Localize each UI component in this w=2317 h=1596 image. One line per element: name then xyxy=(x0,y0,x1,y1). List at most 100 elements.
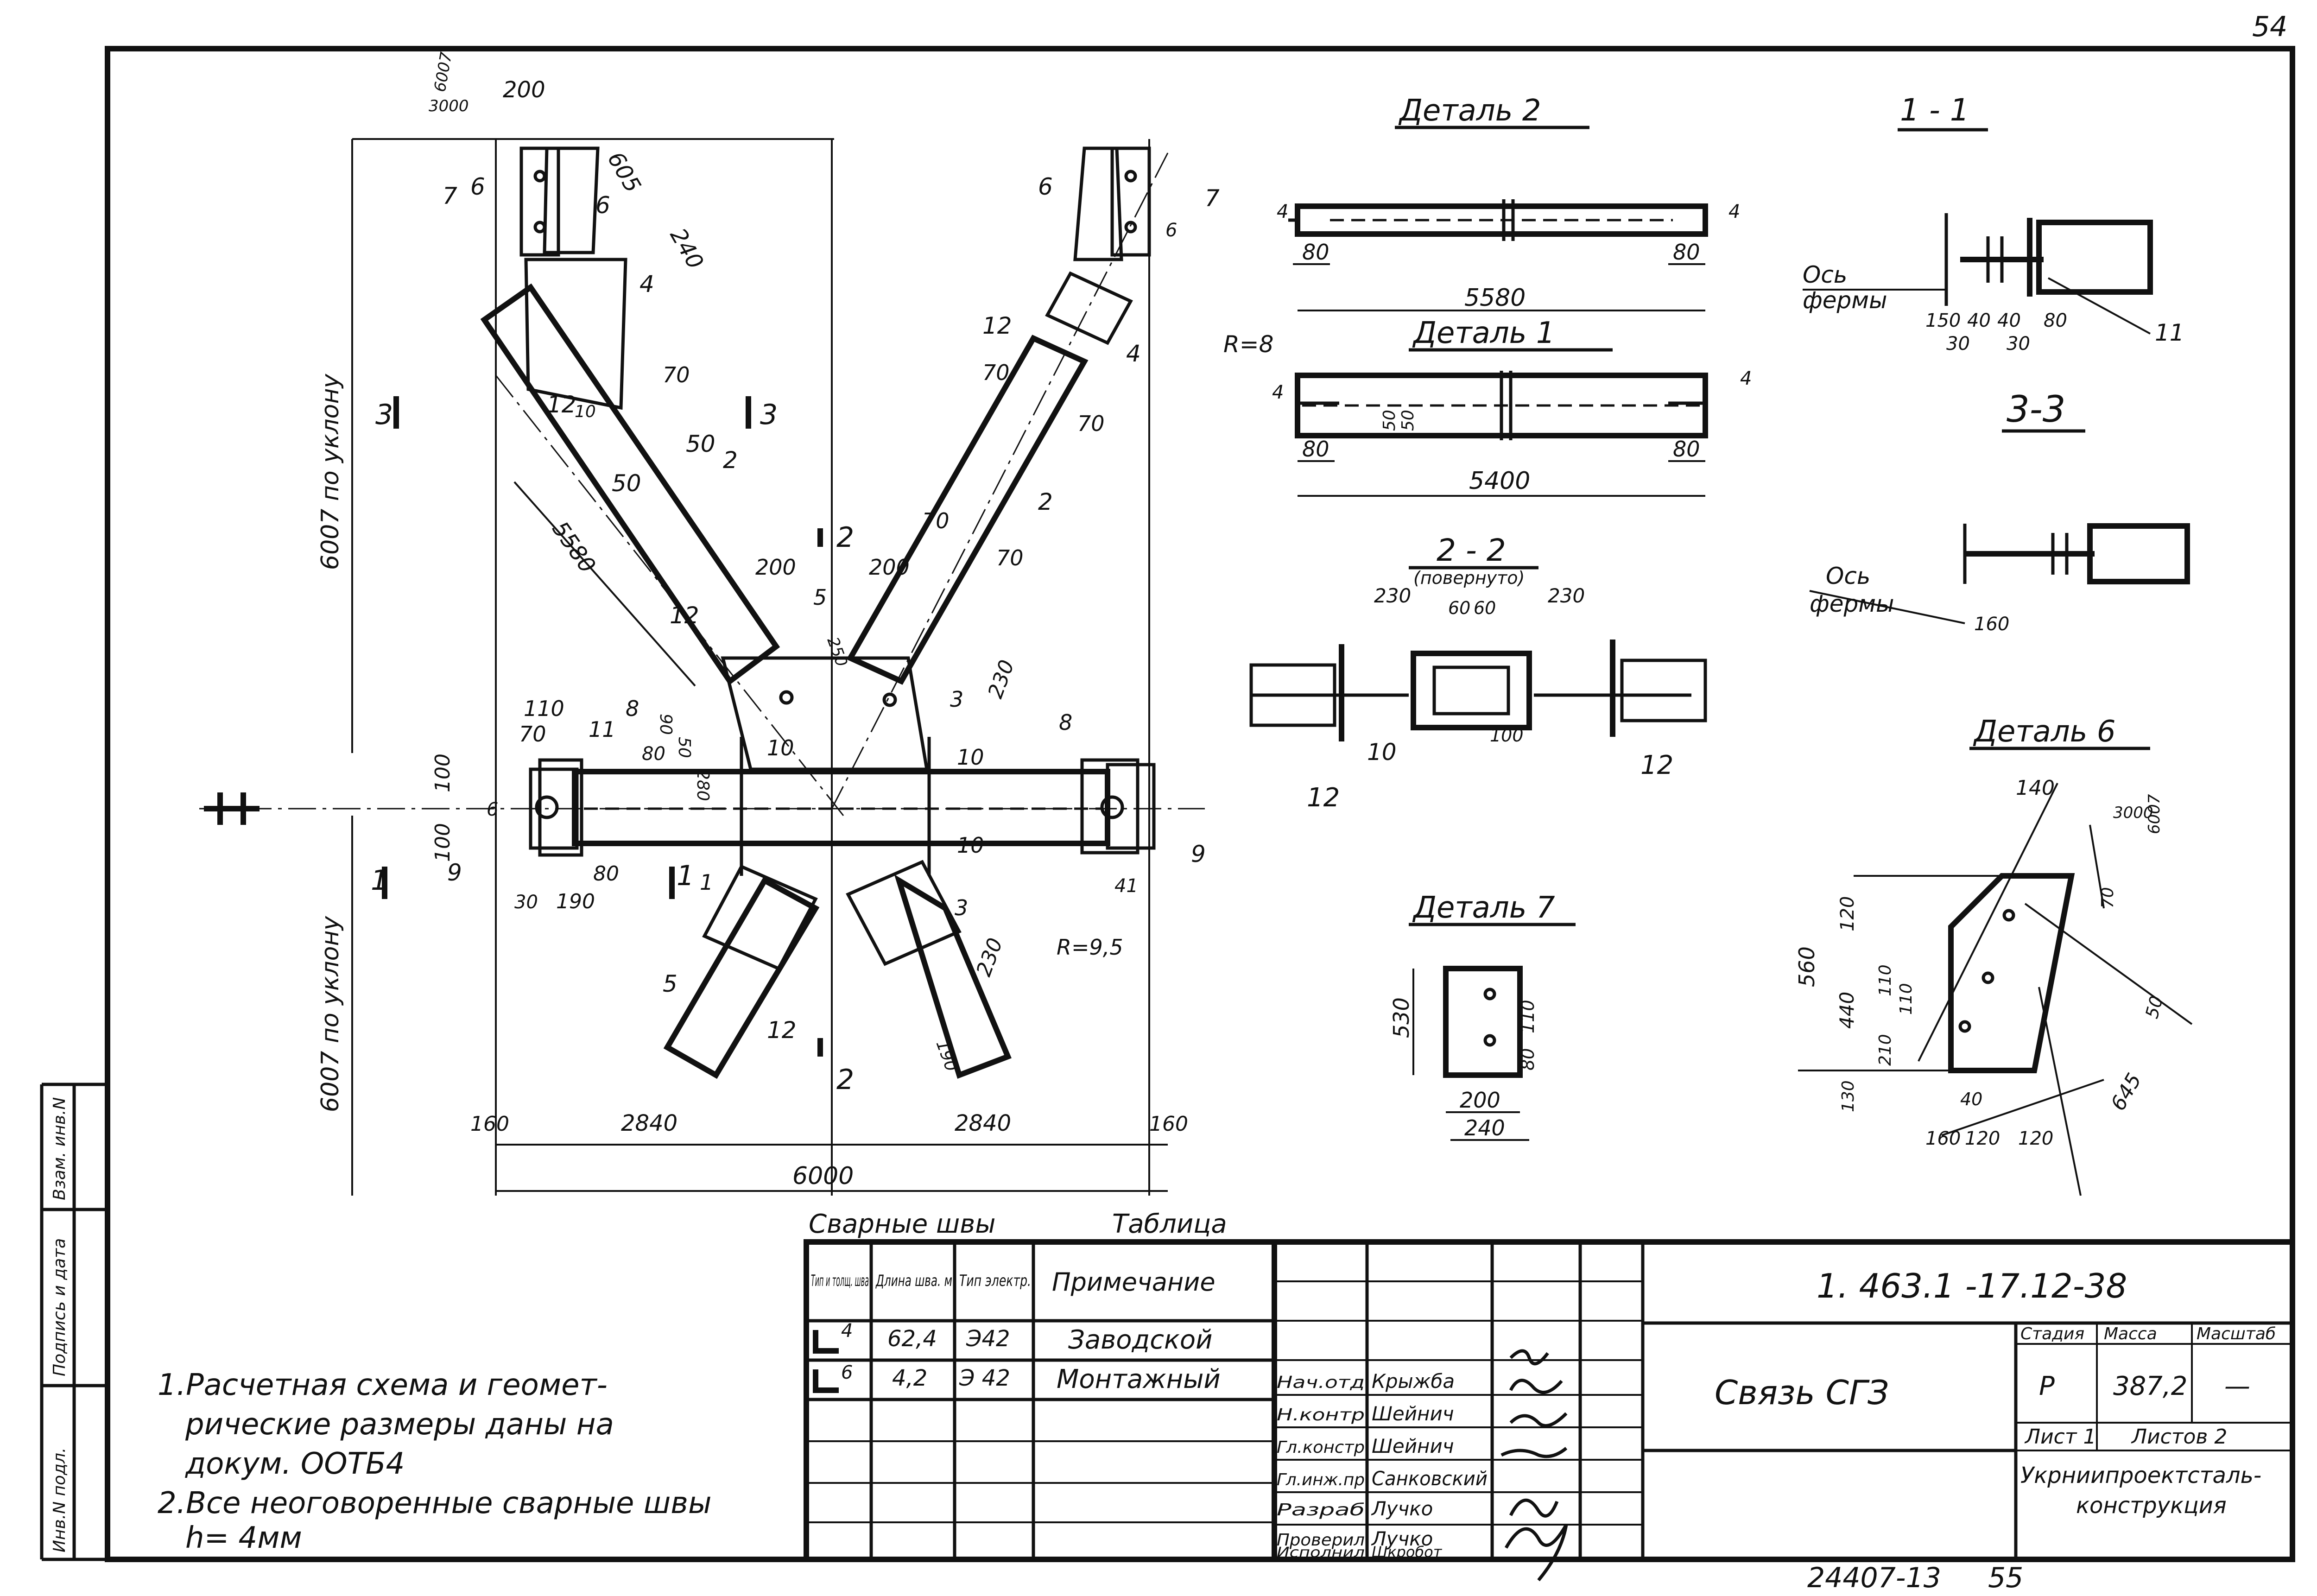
detail-1-dim-80-right: 80 xyxy=(1673,437,1700,462)
drawing-name: Связь СГЗ xyxy=(1715,1373,1889,1412)
dim-200-left: 200 xyxy=(755,555,796,580)
section-3-right: 3 xyxy=(760,399,778,431)
doc-code: 1. 463.1 -17.12-38 xyxy=(1817,1267,2127,1305)
main-view: 200 605 240 6007 3000 6 7 6 4 6 7 6 4 12… xyxy=(199,51,1220,1196)
detail-6-dim-120-b: 120 xyxy=(2018,1128,2053,1149)
sheet-value: Лист 1 xyxy=(2024,1425,2096,1449)
section-1-1-axis-1: Ось xyxy=(1803,261,1847,288)
stamp-col-1: Инв.N подл. xyxy=(50,1448,69,1552)
section-2-2-subtitle: (повернуто) xyxy=(1413,568,1525,588)
signature-1 xyxy=(1509,1349,1549,1366)
label-7-b: 7 xyxy=(1205,185,1220,212)
detail-2-dim-80-right: 80 xyxy=(1673,240,1700,265)
label-10-a: 10 xyxy=(767,735,794,760)
detail-6-dim-440: 440 xyxy=(1836,992,1858,1029)
welds-table: Сварные швы Таблица Тип и толщ. шва Длин… xyxy=(804,1209,1277,1562)
dim-50-c: 50 xyxy=(675,737,694,758)
title-block: 1. 463.1 -17.12-38 Связь СГЗ Стадия Масс… xyxy=(1272,1239,2295,1582)
detail-2-dim-80-left: 80 xyxy=(1302,240,1329,265)
detail-6-slope-6007: 6007 xyxy=(2145,794,2164,834)
label-4-a: 4 xyxy=(639,271,654,298)
label-12-c: 12 xyxy=(670,602,699,629)
stamp-col-3: Взам. инв.N xyxy=(50,1097,69,1200)
label-11: 11 xyxy=(589,717,616,742)
label-2-b: 2 xyxy=(1038,488,1053,515)
side-stamp: Инв.N подл. Подпись и дата Взам. инв.N xyxy=(40,1083,108,1561)
signature-6 xyxy=(1504,1524,1568,1582)
weld-row-1-note: Заводской xyxy=(1068,1325,1212,1355)
radius-9-5: R=9,5 xyxy=(1057,935,1123,960)
welds-header-electrode: Тип электр. xyxy=(959,1272,1031,1290)
signature-5 xyxy=(1509,1498,1559,1518)
organization-line-2: конструкция xyxy=(2076,1493,2227,1519)
dim-50-a: 50 xyxy=(686,431,715,457)
weld-row-2-electrode: Э 42 xyxy=(959,1365,1010,1391)
dim-2840-left: 2840 xyxy=(621,1110,677,1136)
detail-2-dim-5580: 5580 xyxy=(1464,284,1526,312)
detail-1-dim-80-left: 80 xyxy=(1302,437,1329,462)
weld-row-1-type: 4 xyxy=(841,1320,853,1342)
scale-label: Масштаб xyxy=(2197,1324,2276,1343)
section-3-3-title: 3-3 xyxy=(2007,389,2065,431)
detail-1-dim-50-b: 50 xyxy=(1399,410,1418,431)
detail-6-dim-120-a: 120 xyxy=(1965,1128,2000,1149)
detail-6-dim-110-a: 110 xyxy=(1876,964,1895,996)
label-10-b: 10 xyxy=(957,745,984,770)
person-3: Шейнич xyxy=(1372,1435,1454,1457)
dim-190: 190 xyxy=(556,890,595,913)
slope-text-upper: 6007 по уклону xyxy=(317,374,344,570)
detail-7-dim-240: 240 xyxy=(1464,1115,1505,1140)
person-2: Шейнич xyxy=(1372,1402,1454,1425)
section-3-3-dim-160: 160 xyxy=(1974,614,2009,635)
label-9-a: 9 xyxy=(447,859,462,886)
detail-1-dim-4-right: 4 xyxy=(1740,368,1752,389)
dim-240-a: 240 xyxy=(665,224,709,273)
stage-label: Стадия xyxy=(2020,1324,2084,1343)
label-4-b: 4 xyxy=(1126,340,1141,367)
dim-2840-right: 2840 xyxy=(955,1110,1011,1136)
role-7: Исполнил xyxy=(1277,1545,1365,1561)
label-8-a: 8 xyxy=(626,696,639,721)
weld-row-2-type: 6 xyxy=(841,1362,853,1383)
section-1-1-dim-40-a: 40 xyxy=(1967,310,1991,331)
welds-table-title: Сварные швы xyxy=(809,1209,996,1239)
detail-2-title: Деталь 2 xyxy=(1398,94,1541,128)
label-3-b: 3 xyxy=(955,895,968,920)
detail-1: Деталь 1 R=8 4 4 50 50 80 80 5400 xyxy=(1223,316,1752,497)
section-1-1-dim-30-b: 30 xyxy=(2007,333,2030,355)
dim-280: 280 xyxy=(693,769,712,801)
detail-6-dim-560: 560 xyxy=(1794,946,1819,987)
dim-6: 6 xyxy=(487,799,498,820)
detail-1-dim-5400: 5400 xyxy=(1469,467,1530,495)
detail-6-dim-40: 40 xyxy=(1960,1089,1982,1109)
label-5-b: 5 xyxy=(663,970,677,997)
mass-label: Масса xyxy=(2104,1324,2157,1343)
signature-3 xyxy=(1509,1412,1568,1428)
detail-6-dim-645: 645 xyxy=(2106,1069,2146,1115)
detail-2-dim-4-left: 4 xyxy=(1277,201,1288,222)
section-1-1-dim-80: 80 xyxy=(2044,310,2067,331)
detail-7-dim-200: 200 xyxy=(1460,1088,1500,1113)
dim-70-c: 70 xyxy=(1077,411,1105,436)
label-2-a: 2 xyxy=(723,447,738,474)
label-12-a: 12 xyxy=(982,312,1012,339)
dim-250: 250 xyxy=(823,634,851,669)
general-notes: 1.Расчетная схема и геомет- рические раз… xyxy=(158,1368,712,1555)
person-4: Санковский xyxy=(1372,1467,1488,1490)
label-12-b: 12 xyxy=(547,391,576,418)
note-line-5: h= 4мм xyxy=(185,1521,302,1555)
dim-80-b: 80 xyxy=(593,862,619,886)
signature-4 xyxy=(1500,1447,1568,1458)
detail-7-dim-80: 80 xyxy=(1518,1048,1538,1070)
detail-6-dim-210: 210 xyxy=(1876,1034,1895,1066)
dim-30: 30 xyxy=(514,892,538,913)
page-number: 54 xyxy=(2252,11,2287,43)
welds-header-length: Длина шва. м xyxy=(875,1272,952,1290)
detail-1-dim-50-a: 50 xyxy=(1380,410,1399,431)
label-10-c: 10 xyxy=(957,833,984,858)
label-12-d: 12 xyxy=(767,1017,797,1044)
detail-6-dim-50: 50 xyxy=(2141,994,2167,1020)
detail-6-dim-160: 160 xyxy=(1925,1128,1961,1149)
slope-3000: 3000 xyxy=(429,97,469,115)
detail-1-radius: R=8 xyxy=(1223,331,1273,358)
